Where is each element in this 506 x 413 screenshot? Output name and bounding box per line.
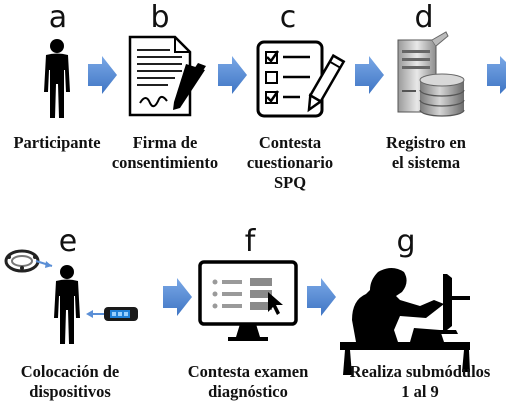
flow-arrow-b-c [218,56,247,94]
caption-line: cuestionario [246,153,334,172]
flow-arrow-f-g [307,278,336,316]
flow-arrow-e-f [163,278,192,316]
flow-arrow-c-d [355,56,384,94]
eeg-headset-icon [4,249,53,273]
caption-line: Contesta [258,133,322,152]
server-database-icon [397,31,465,117]
step-letter-f: f [244,224,256,259]
caption-line: 1 al 9 [401,382,439,401]
person-icon-e [54,265,80,344]
person-icon [44,39,70,118]
caption-line: dispositivos [29,382,111,401]
step-caption-g: Realiza submódulos 1 al 9 [336,362,504,402]
step-caption-d: Registro en el sistema [376,133,476,173]
step-letter-e: e [58,224,78,259]
step-caption-c: Contesta cuestionario SPQ [235,133,345,193]
flow-arrow-a-b [88,56,117,94]
step-caption-f: Contesta examen diagnóstico [178,362,318,402]
person-at-computer-icon [340,268,470,375]
monitor-exam-icon [198,260,298,341]
caption-line: Colocación de [20,362,120,381]
step-letter-g: g [396,224,416,259]
flow-arrow-d-next [487,56,506,94]
step-letter-d: d [414,0,434,35]
caption-line: Firma de [132,133,198,152]
step-letter-a: a [48,0,68,35]
caption-line: consentimiento [111,153,219,172]
checklist-icon [256,40,346,118]
step-letter-b: b [150,0,170,35]
step-caption-e: Colocación de dispositivos [6,362,134,402]
step-caption-b: Firma de consentimiento [100,133,230,173]
caption-line: SPQ [273,173,307,192]
caption-line: Registro en [386,133,466,152]
step-caption-a: Participante [2,133,112,153]
caption-line: Realiza submódulos [349,362,491,381]
caption-line: diagnóstico [208,382,288,401]
signed-document-icon [128,35,206,117]
wristband-icon [86,307,138,321]
step-letter-c: c [279,0,297,35]
caption-line: Contesta examen [187,362,309,381]
caption-line: el sistema [391,153,461,172]
caption-line: Participante [13,133,101,152]
